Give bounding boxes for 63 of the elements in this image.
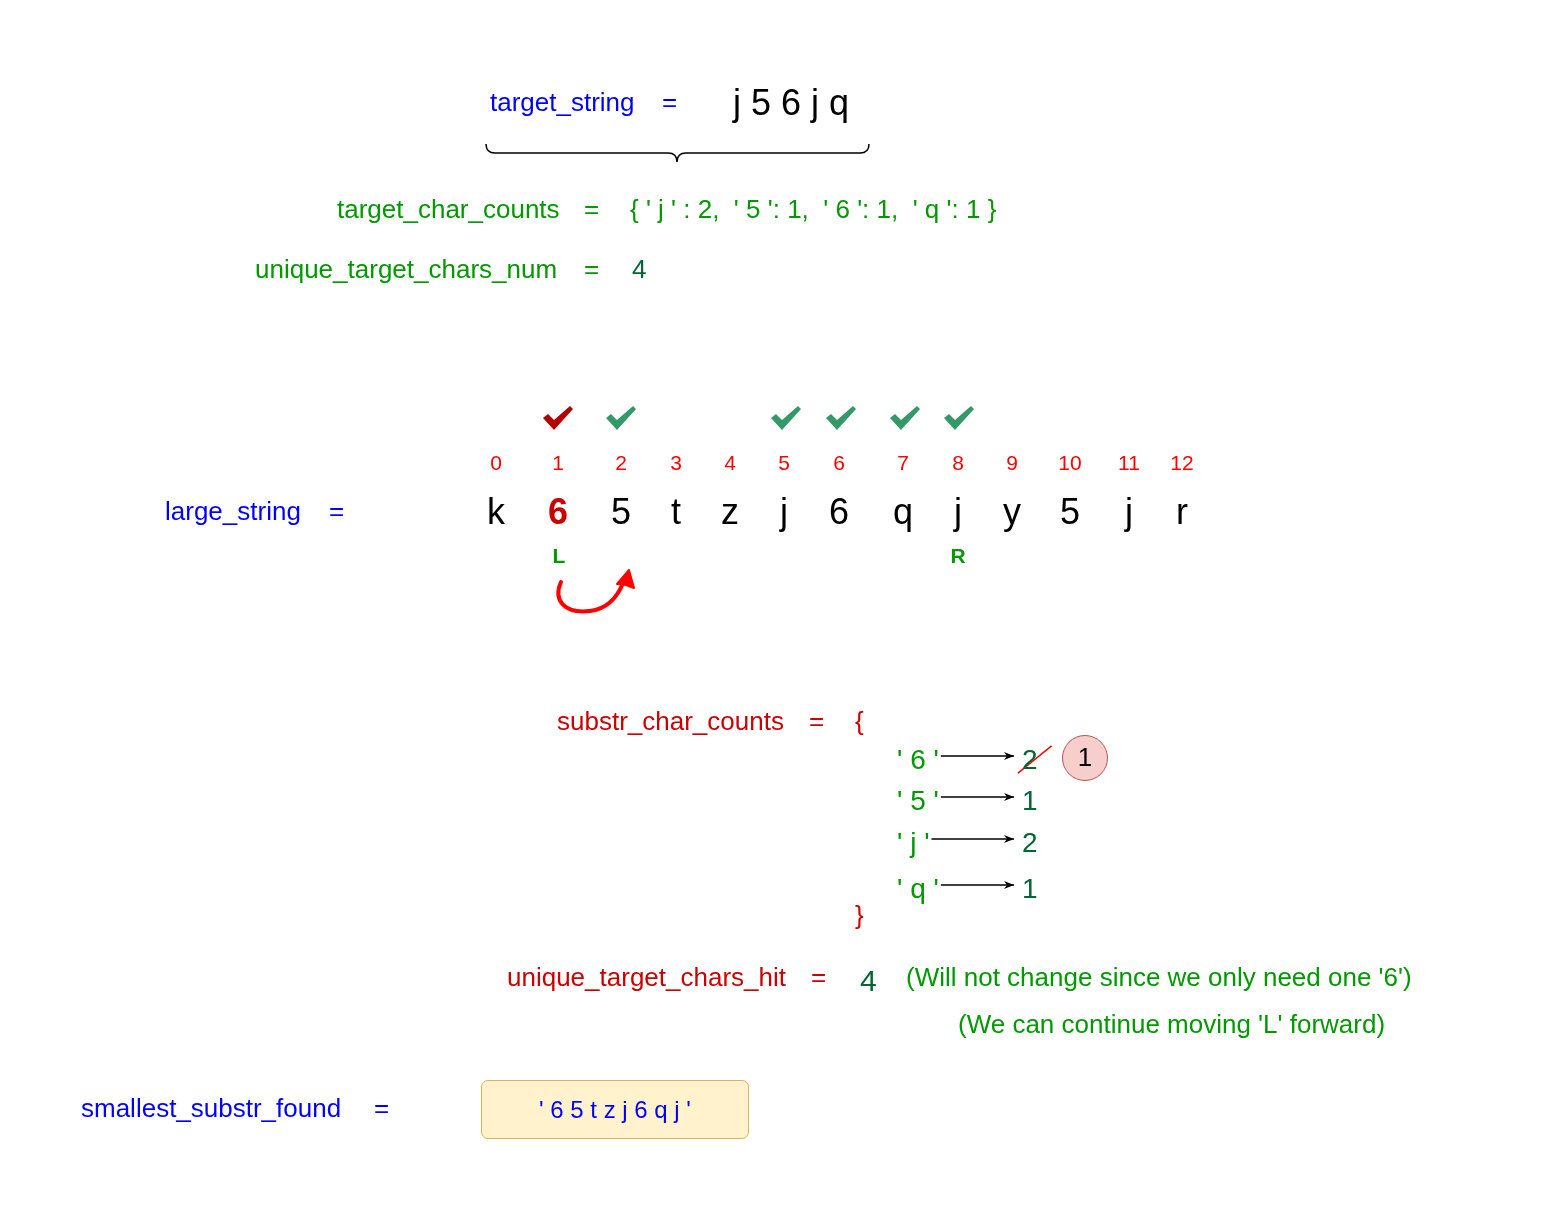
note-text: (We can continue moving 'L' forward) xyxy=(958,1010,1386,1040)
index-number: 8 xyxy=(952,450,964,476)
string-character: k xyxy=(487,491,505,533)
closing-brace: } xyxy=(855,901,864,931)
string-character: j xyxy=(780,491,788,533)
dictionary-key: ' 6 ' xyxy=(897,743,939,777)
equals-sign: = xyxy=(329,497,345,527)
equals-sign: = xyxy=(584,255,600,285)
equals-sign: = xyxy=(584,195,600,225)
arrow xyxy=(940,881,1015,889)
index-number: 3 xyxy=(670,450,682,476)
arrow xyxy=(940,752,1015,760)
string-character: j xyxy=(954,491,962,533)
equals-sign: = xyxy=(811,963,827,993)
index-number: 7 xyxy=(897,450,909,476)
index-number: 10 xyxy=(1058,450,1082,476)
dictionary-key: ' j ' xyxy=(897,826,930,860)
count-badge: 1 xyxy=(1062,735,1108,781)
index-number: 2 xyxy=(615,450,627,476)
index-number: 11 xyxy=(1118,450,1140,476)
arrow xyxy=(940,793,1015,801)
equals-sign: = xyxy=(809,707,825,737)
index-number: 9 xyxy=(1006,450,1018,476)
variable-name: target_string xyxy=(490,88,635,118)
string-character: 5 xyxy=(611,491,631,533)
count-value: 1 xyxy=(1014,784,1038,818)
dictionary-key: ' q ' xyxy=(897,872,939,906)
variable-name: large_string xyxy=(165,497,301,527)
string-value: j 5 6 j q xyxy=(733,82,850,124)
index-number: 1 xyxy=(552,450,564,476)
note-text: (Will not change since we only need one '6') xyxy=(906,963,1412,993)
result-box: ' 6 5 t z j 6 q j ' xyxy=(481,1080,749,1139)
dictionary-value: { ' j ' : 2, ' 5 ': 1, ' 6 ': 1, ' q ': 1 } xyxy=(630,195,997,225)
equals-sign: = xyxy=(374,1094,390,1124)
index-number: 12 xyxy=(1170,450,1194,476)
equals-sign: = xyxy=(662,88,678,118)
opening-brace: { xyxy=(855,707,864,737)
string-character: 5 xyxy=(1060,491,1080,533)
variable-name: unique_target_chars_num xyxy=(255,255,558,285)
number-value: 4 xyxy=(860,963,877,999)
count-value: 1 xyxy=(1014,872,1038,906)
highlighted-character: 6 xyxy=(548,491,568,533)
dictionary-key: ' 5 ' xyxy=(897,784,939,818)
variable-name: substr_char_counts xyxy=(557,707,784,737)
pointer-label: R xyxy=(950,543,966,569)
variable-name: unique_target_chars_hit xyxy=(507,963,786,993)
index-number: 5 xyxy=(778,450,790,476)
index-number: 0 xyxy=(490,450,502,476)
string-character: j xyxy=(1125,491,1133,533)
string-character: t xyxy=(671,491,681,533)
pointer-label: L xyxy=(552,543,566,569)
string-character: z xyxy=(721,491,739,533)
string-character: 6 xyxy=(829,491,849,533)
string-character: q xyxy=(893,491,913,533)
string-character: r xyxy=(1176,491,1188,533)
variable-name: smallest_substr_found xyxy=(81,1094,342,1124)
variable-name: target_char_counts xyxy=(337,195,560,225)
index-number: 6 xyxy=(833,450,845,476)
number-value: 4 xyxy=(632,255,647,285)
string-character: y xyxy=(1003,491,1021,533)
count-value: 2 xyxy=(1014,826,1038,860)
arrow xyxy=(930,835,1015,843)
index-number: 4 xyxy=(724,450,736,476)
